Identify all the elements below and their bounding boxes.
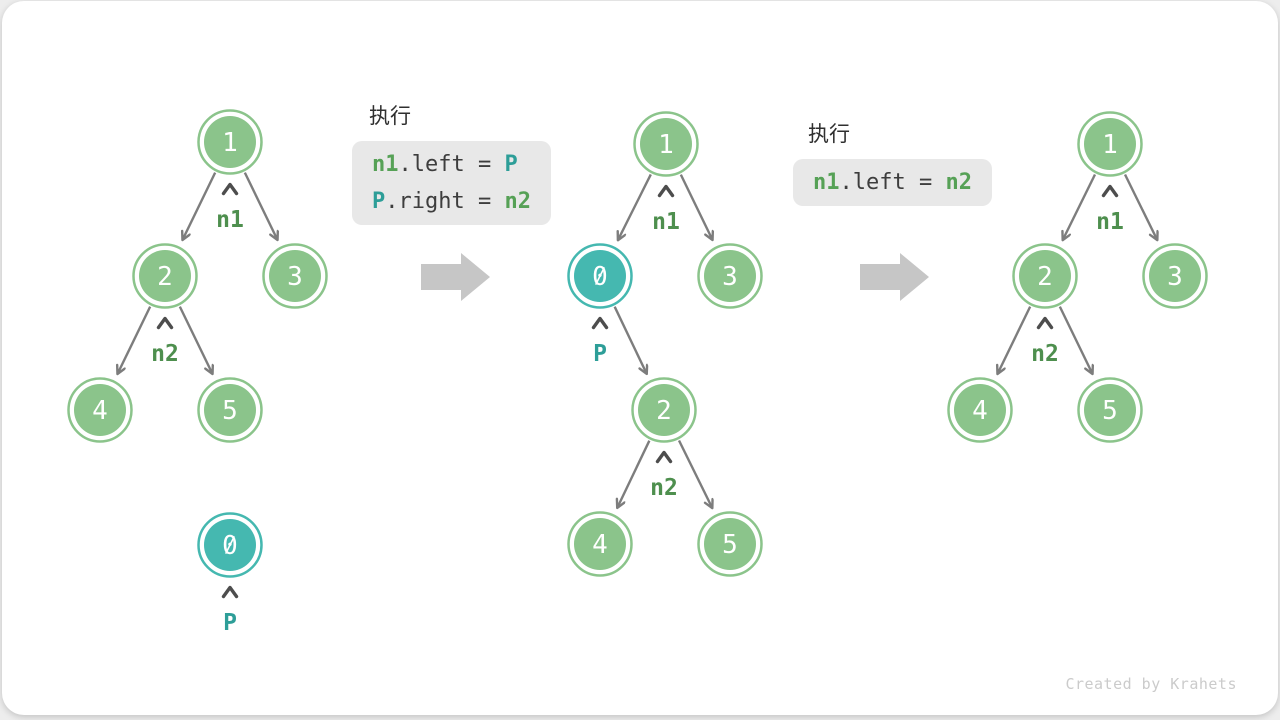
tree-edge-1-3: [679, 174, 713, 240]
tree-node-3: 3: [1142, 243, 1208, 309]
pointer-up-icon: [657, 184, 675, 198]
node-value: 2: [157, 262, 173, 292]
code-line: n1.left = P: [372, 152, 518, 177]
tree-node-2: 2: [1012, 243, 1078, 309]
node-value: 1: [222, 128, 238, 158]
tree-node-5: 5: [697, 511, 763, 577]
tree-node-3: 3: [262, 243, 328, 309]
tree-edge-2-4: [997, 306, 1032, 374]
pointer-label: n2: [1031, 341, 1059, 367]
node-value: 2: [656, 396, 672, 426]
pointer-n2: n2: [650, 450, 678, 501]
tree-after: 1 2 3 4 5 n1 n2: [947, 111, 1208, 443]
tree-edge-1-2: [182, 172, 217, 240]
pointer-up-icon: [591, 316, 609, 330]
tree-node-0: 0: [197, 512, 263, 578]
tree-edge-2-5: [178, 306, 213, 374]
pointer-up-icon: [655, 450, 673, 464]
tree-edge-2-4: [117, 306, 152, 374]
node-value: 5: [722, 530, 738, 560]
tree-node-5: 5: [1077, 377, 1143, 443]
pointer-up-icon: [1101, 184, 1119, 198]
pointer-n1: n1: [1096, 184, 1124, 235]
tree-node-5: 5: [197, 377, 263, 443]
pointer-P: P: [591, 316, 609, 367]
node-value: 4: [592, 530, 608, 560]
pointer-P: P: [221, 585, 239, 636]
pointer-up-icon: [1036, 316, 1054, 330]
transition-arrow-icon-2: [860, 253, 929, 301]
pointer-n1: n1: [216, 182, 244, 233]
node-value: 5: [222, 396, 238, 426]
node-value: 1: [1102, 130, 1118, 160]
tree-edge-2-5: [1058, 306, 1093, 374]
node-value: 2: [1037, 262, 1053, 292]
tree-node-3: 3: [697, 243, 763, 309]
pointer-up-icon: [156, 316, 174, 330]
pointer-label: n1: [216, 207, 244, 233]
tree-edge-2-4: [617, 440, 651, 508]
tree-node-2: 2: [631, 377, 697, 443]
node-value: 3: [1167, 262, 1183, 292]
pointer-label: n1: [652, 209, 680, 235]
pointer-up-icon: [221, 585, 239, 599]
tree-node-1: 1: [197, 109, 263, 175]
tree-node-1: 1: [633, 111, 699, 177]
pointer-label: P: [593, 341, 607, 367]
tree-edge-1-0: [618, 173, 652, 240]
exec-title-2: 执行: [808, 122, 850, 146]
pointer-label: n2: [650, 475, 678, 501]
code-box-2: n1.left = n2: [793, 159, 992, 206]
tree-node-4: 4: [567, 511, 633, 577]
pointer-up-icon: [221, 182, 239, 196]
tree-node-0: 0: [567, 243, 633, 309]
code-box-1: n1.left = P P.right = n2: [352, 141, 551, 225]
tree-node-2: 2: [132, 243, 198, 309]
node-value: 4: [92, 396, 108, 426]
pointer-n1: n1: [652, 184, 680, 235]
pointer-label: P: [223, 610, 237, 636]
tree-edge-2-5: [677, 439, 712, 509]
pointer-n2: n2: [151, 316, 179, 367]
watermark: Created by Krahets: [1065, 675, 1237, 693]
node-value: 4: [972, 396, 988, 426]
tree-edge-1-3: [243, 172, 278, 240]
tree-node-4: 4: [947, 377, 1013, 443]
tree-edge-1-2: [1063, 173, 1097, 241]
tree-before: 1 2 3 4 5 0 n1 n2P: [67, 109, 328, 636]
tree-edge-1-3: [1123, 173, 1157, 241]
pointer-label: n1: [1096, 209, 1124, 235]
node-value: 3: [722, 262, 738, 292]
exec-title-1: 执行: [369, 104, 411, 128]
node-value: 5: [1102, 396, 1118, 426]
tree-edge-0-2: [613, 306, 647, 374]
node-value: 3: [287, 262, 303, 292]
transition-arrow-icon-1: [421, 253, 490, 301]
code-line: n1.left = n2: [813, 170, 972, 195]
code-line: P.right = n2: [372, 189, 531, 214]
node-value: 1: [658, 130, 674, 160]
tree-node-1: 1: [1077, 111, 1143, 177]
pointer-label: n2: [151, 341, 179, 367]
tree-node-4: 4: [67, 377, 133, 443]
pointer-n2: n2: [1031, 316, 1059, 367]
